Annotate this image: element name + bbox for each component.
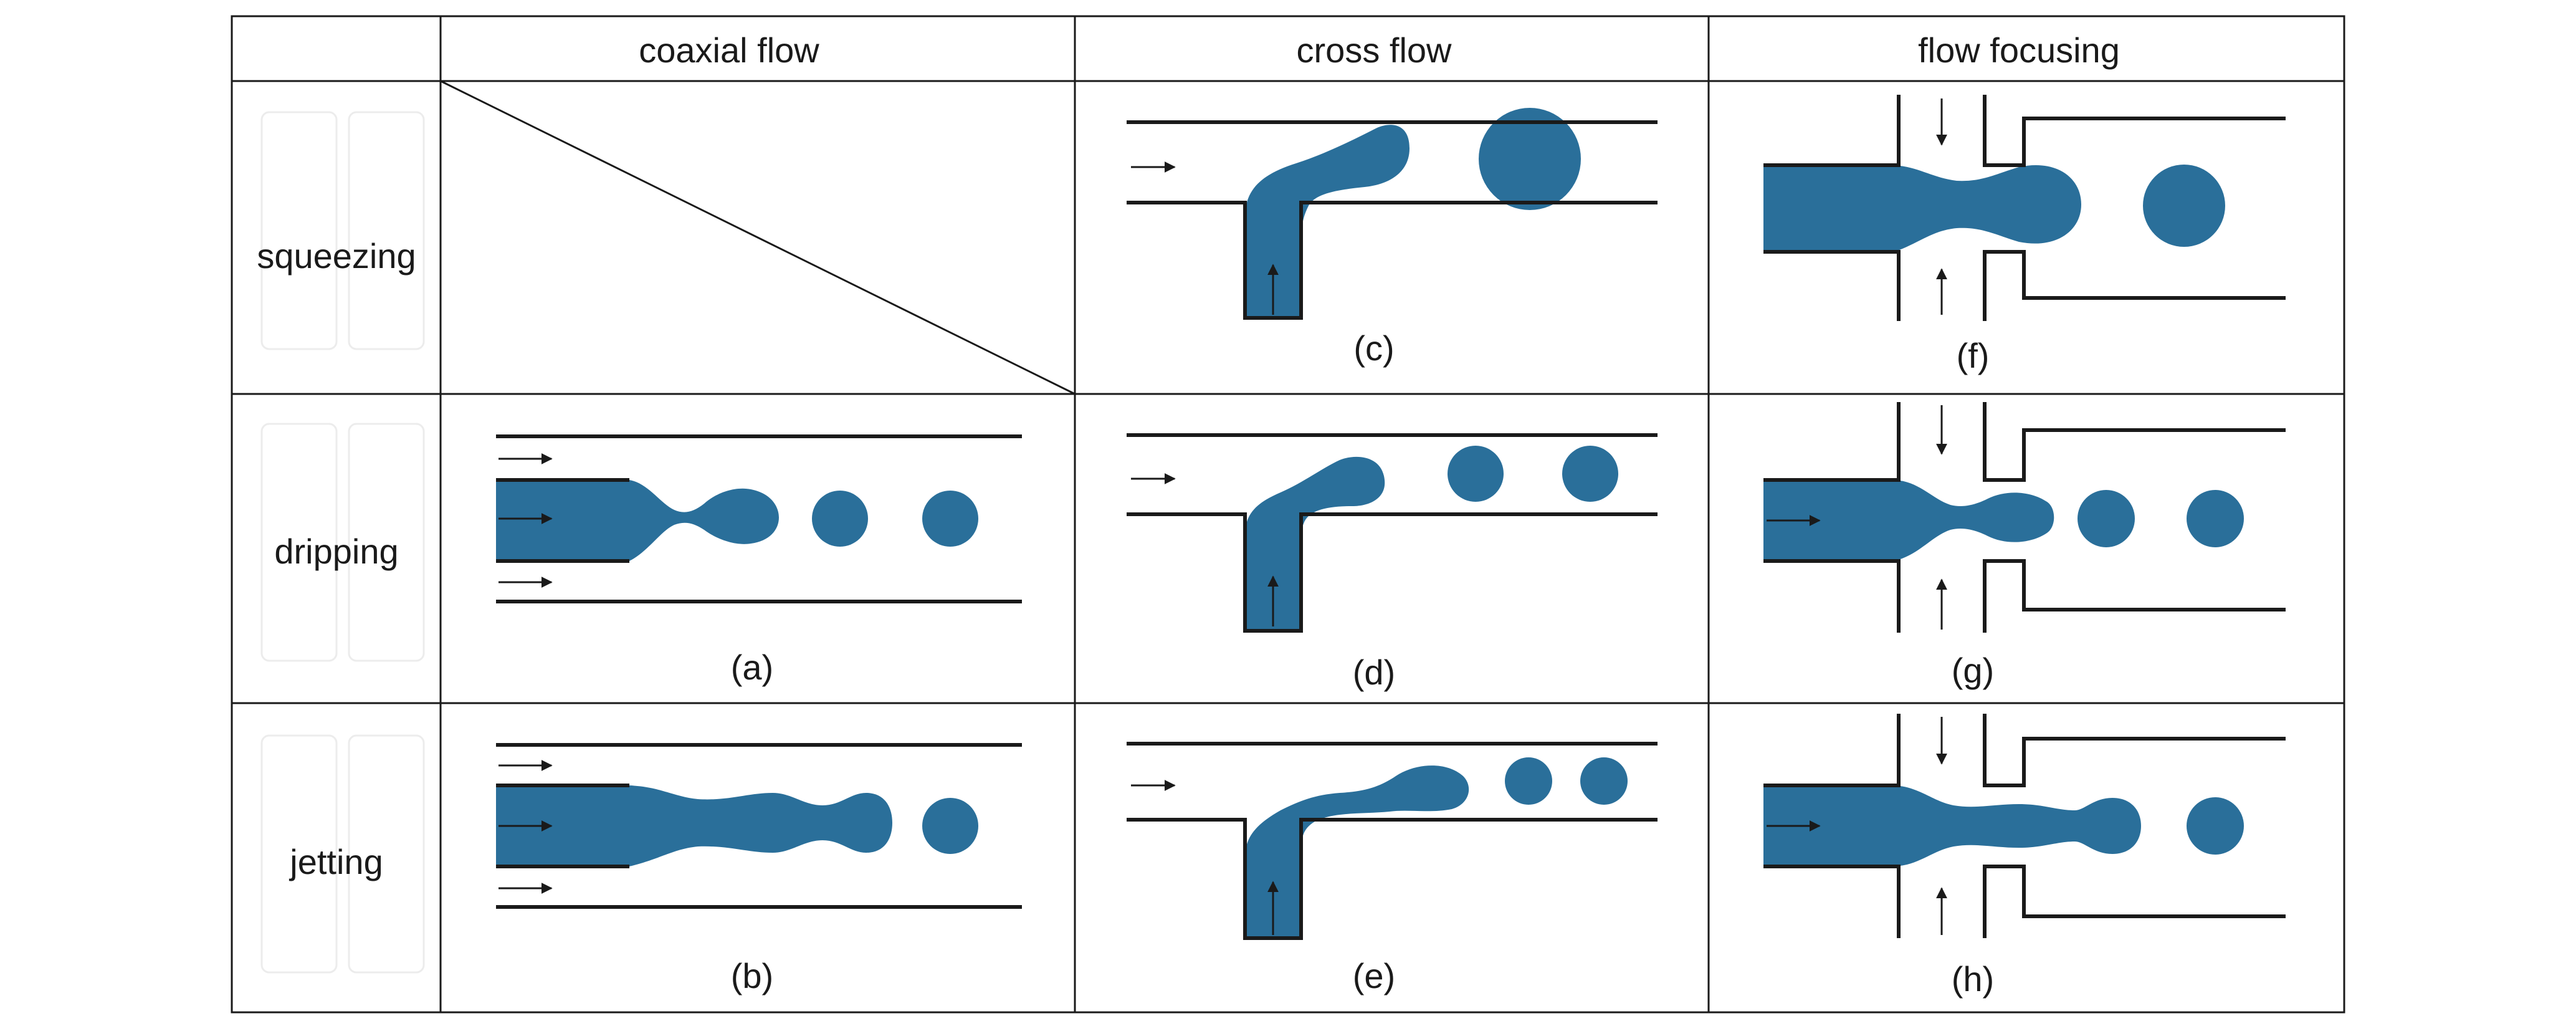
panel-label-g: (g) (1952, 651, 1994, 690)
fluid-thread (496, 480, 779, 561)
fluid-thread (1245, 456, 1385, 631)
faint-background-marks (260, 111, 425, 974)
panel-label-h: (h) (1952, 959, 1994, 999)
row-label-dripping: dripping (274, 532, 398, 571)
droplet (2143, 165, 2225, 247)
panel-e-cross-flow-jetting: (e) (1127, 742, 1658, 995)
panel-label-e: (e) (1353, 956, 1395, 995)
fluid-thread (1763, 480, 2054, 561)
panel-g-flow-focusing-dripping: (g) (1763, 402, 2286, 690)
droplet (2187, 490, 2244, 547)
fluid-thread (1763, 785, 2141, 866)
column-header-flow-focusing: flow focusing (1918, 31, 2120, 70)
row-label-squeezing: squeezing (257, 236, 416, 276)
fluid-thread (1245, 765, 1469, 938)
empty-cell-diagonal (440, 80, 1076, 395)
panel-f-flow-focusing-squeezing: (f) (1763, 95, 2286, 375)
panel-label-c: (c) (1353, 328, 1394, 368)
row-label-jetting: jetting (289, 842, 383, 881)
droplet (1479, 108, 1581, 210)
droplet (2077, 490, 2135, 547)
fluid-thread (496, 785, 892, 866)
fluid-thread (1245, 125, 1410, 319)
panel-a-coaxial-dripping: (a) (496, 434, 1022, 687)
droplet (2187, 797, 2244, 855)
panel-label-b: (b) (731, 956, 773, 995)
column-header-coaxial-flow: coaxial flow (639, 31, 819, 70)
droplet (1448, 446, 1504, 502)
table-grid (231, 15, 2345, 1014)
droplet (922, 798, 978, 854)
fluid-thread (1763, 165, 2081, 252)
panel-label-a: (a) (731, 648, 773, 687)
panel-h-flow-focusing-jetting: (h) (1763, 714, 2286, 999)
droplet (1580, 757, 1628, 805)
droplet (812, 491, 868, 547)
column-header-cross-flow: cross flow (1297, 31, 1452, 70)
droplet (922, 491, 978, 547)
droplet (1562, 446, 1618, 502)
droplet (1505, 757, 1552, 805)
panel-c-cross-flow-squeezing: (c) (1127, 108, 1658, 368)
panel-d-cross-flow-dripping: (d) (1127, 433, 1658, 692)
panel-b-coaxial-jetting: (b) (496, 743, 1022, 995)
panel-label-d: (d) (1353, 653, 1395, 692)
panel-label-f: (f) (1957, 336, 1990, 375)
